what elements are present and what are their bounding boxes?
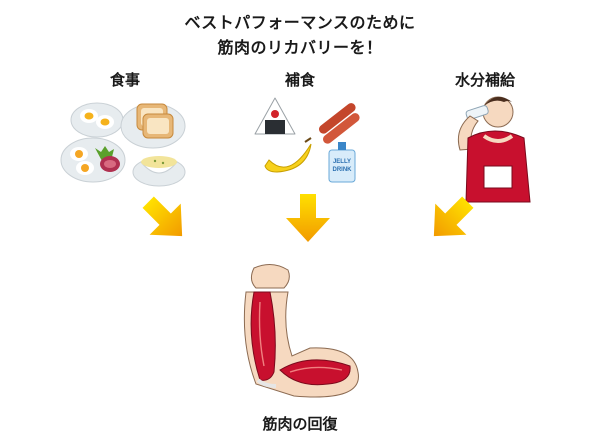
arrow-from-meal xyxy=(142,196,183,237)
jelly-drink-icon: JELLY DRINK xyxy=(328,142,356,183)
jelly-drink-text-1: JELLY xyxy=(333,159,351,165)
banana-icon xyxy=(264,137,312,173)
hydration-illustration xyxy=(457,96,531,203)
arrow-from-snack xyxy=(286,194,330,242)
headline-line-2: 筋肉のリカバリーを！ xyxy=(217,38,383,57)
snack-illustration: JELLY DRINK xyxy=(254,97,360,183)
label-meal: 食事 xyxy=(109,71,140,89)
rice-ball-icon xyxy=(254,97,296,135)
muscle-arm-illustration xyxy=(243,264,359,398)
salad-plate-icon xyxy=(60,137,126,183)
soup-cup-icon xyxy=(132,156,186,187)
egg-plate-icon xyxy=(70,102,124,138)
sausage-icon xyxy=(319,103,360,144)
jelly-drink-text-2: DRINK xyxy=(333,167,353,173)
label-muscle-recovery: 筋肉の回復 xyxy=(262,415,338,433)
flexed-arm-muscle-icon xyxy=(243,264,359,398)
label-hydration: 水分補給 xyxy=(454,71,515,89)
arrow-from-hydration xyxy=(433,196,474,237)
headline-line-1: ベストパフォーマンスのために xyxy=(184,13,416,32)
runner-icon xyxy=(457,96,531,203)
toast-plate-icon xyxy=(120,103,186,149)
meal-illustration xyxy=(60,102,186,187)
label-snack: 補食 xyxy=(284,71,315,89)
